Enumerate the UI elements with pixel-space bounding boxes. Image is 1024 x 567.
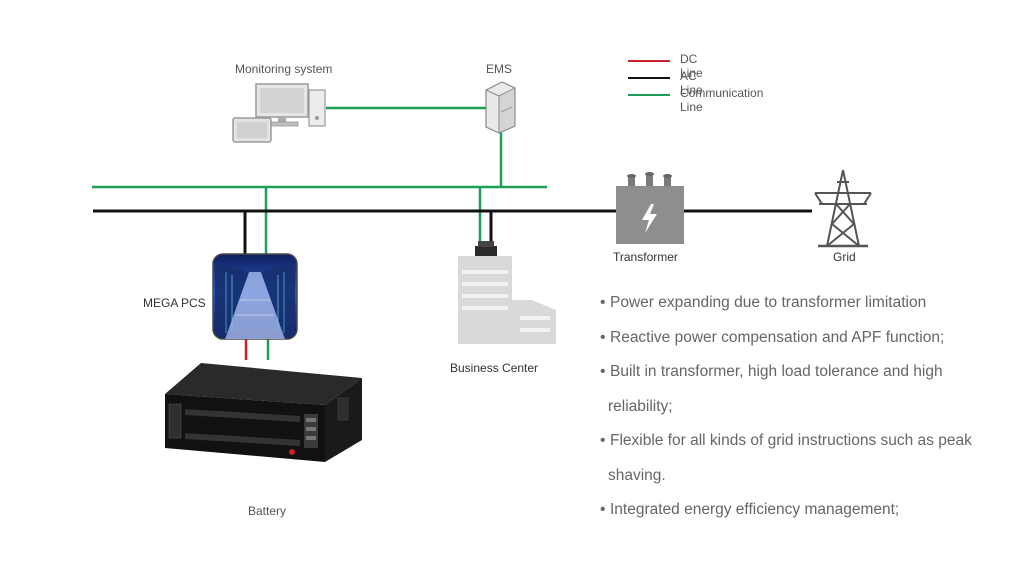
feature-item: •Reactive power compensation and APF fun… [600,321,1000,356]
feature-item: •Integrated energy efficiency management… [600,493,1000,528]
label-battery: Battery [248,504,287,518]
feature-item: •Built in transformer, high load toleran… [600,355,1000,424]
business-center-icon [458,241,556,344]
label-mega-pcs: MEGA PCS [143,296,206,310]
legend-swatch-ac [628,77,670,79]
legend-swatch-dc [628,60,670,62]
legend-label-ac: AC Line [680,69,703,97]
bullet: • [600,363,606,380]
mega-pcs-icon [212,253,298,340]
feature-item: •Flexible for all kinds of grid instruct… [600,424,1000,493]
ac-lines [93,209,812,255]
legend-label-dc: DC Line [680,52,703,80]
transformer-icon [616,172,684,244]
ems-icon [485,81,516,134]
feature-list: •Power expanding due to transformer limi… [600,286,1000,528]
legend-label-comm: Communication Line [680,86,764,114]
label-transformer: Transformer [613,250,678,264]
feature-item: •Power expanding due to transformer limi… [600,286,1000,321]
bullet: • [600,294,606,311]
bullet: • [600,501,606,518]
communication-lines [92,106,547,360]
battery-icon [165,363,362,462]
bullet: • [600,432,606,449]
bullet: • [600,328,606,346]
label-grid: Grid [833,250,856,264]
label-ems: EMS [486,62,513,76]
monitoring-system-icon [232,83,326,143]
label-business-center: Business Center [450,361,539,375]
grid-tower-icon [814,169,872,248]
legend-swatch-comm [628,94,670,96]
lightning-bolt-icon [642,204,657,233]
label-monitoring-system: Monitoring system [235,62,333,76]
